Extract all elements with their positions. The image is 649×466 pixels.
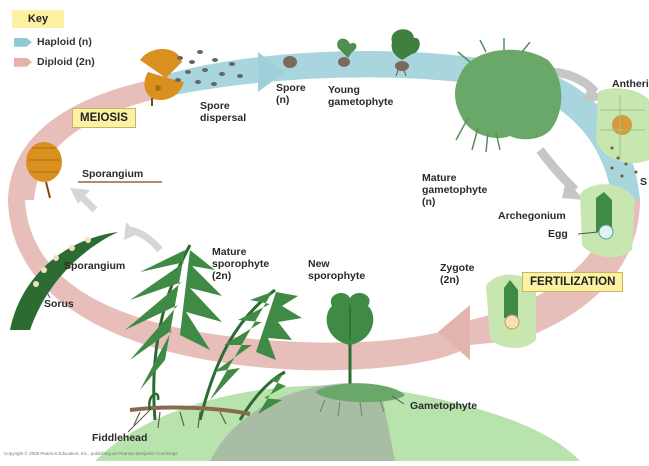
label-gametophyte: Gametophyte [410,400,477,412]
label-mature-sporophyte: Mature sporophyte (2n) [212,246,269,282]
antheridium-cells [596,88,649,163]
label-mature-gametophyte: Mature gametophyte (n) [422,172,487,208]
label-antheridium: Antheri [612,78,649,90]
label-fiddlehead: Fiddlehead [92,432,147,444]
fertilization-tag: FERTILIZATION [522,272,623,292]
key-haploid-row: Haploid (n) [14,36,92,48]
label-sporangium-left: Sporangium [64,260,125,272]
key-diploid-label: Diploid (2n) [37,56,95,68]
label-sperm: S [640,176,647,188]
label-sorus: Sorus [44,298,74,310]
key-title: Key [12,10,64,28]
label-new-sporophyte: New sporophyte [308,258,365,282]
key-haploid-label: Haploid (n) [37,36,92,48]
arrow-to-archegonium [540,150,575,190]
key-diploid-row: Diploid (2n) [14,56,95,68]
label-young-gametophyte: Young gametophyte [328,84,393,108]
label-zygote: Zygote (2n) [440,262,474,286]
copyright-notice: Copyright © 2008 Pearson Education, Inc.… [4,451,178,456]
mature-gametophyte-illustration [455,38,561,152]
meiosis-tag: MEIOSIS [72,108,136,128]
egg-cell [599,225,613,239]
archegonium-structure [580,184,635,257]
haploid-swatch [14,38,32,47]
label-spore-dispersal: Spore dispersal [200,100,246,124]
spore [283,56,297,68]
label-spore: Spore (n) [276,82,306,106]
label-archegonium: Archegonium [498,210,566,222]
label-sporangium-top: Sporangium [82,168,143,180]
diploid-swatch [14,58,32,67]
label-egg: Egg [548,228,568,240]
